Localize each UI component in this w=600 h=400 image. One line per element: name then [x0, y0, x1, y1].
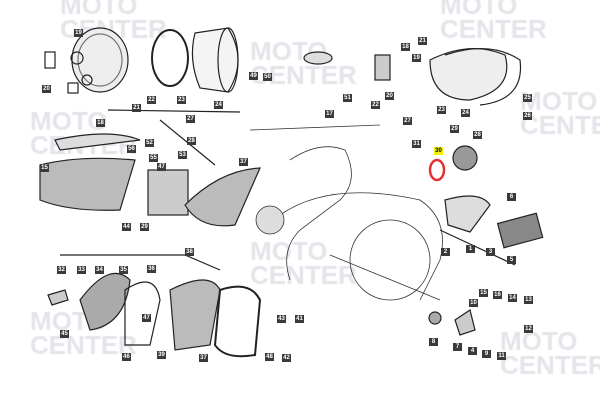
part-label-19: 19	[74, 29, 83, 37]
part-label-30: 30	[434, 147, 443, 155]
part-label-34: 34	[95, 266, 104, 274]
part-label-31: 31	[412, 140, 421, 148]
part-label-25: 25	[523, 94, 532, 102]
part-label-41: 41	[295, 315, 304, 323]
part-label-3: 3	[486, 248, 495, 256]
part-label-4: 4	[468, 347, 477, 355]
part-label-27: 27	[186, 115, 195, 123]
part-label-28: 28	[473, 131, 482, 139]
part-label-23: 23	[437, 106, 446, 114]
part-label-24: 24	[214, 101, 223, 109]
legshield-light-group	[39, 133, 261, 227]
part-label-46: 46	[122, 353, 131, 361]
part-label-6: 6	[507, 193, 516, 201]
part-label-56: 56	[127, 145, 136, 153]
part-label-10: 10	[469, 299, 478, 307]
part-label-14: 14	[508, 294, 517, 302]
part-label-26: 26	[523, 112, 532, 120]
part-label-32: 32	[57, 266, 66, 274]
part-label-19: 19	[412, 54, 421, 62]
part-label-21: 21	[418, 37, 427, 45]
part-label-36: 36	[147, 265, 156, 273]
part-label-23: 23	[177, 96, 186, 104]
highlighted-part-30	[428, 158, 446, 182]
part-label-29: 29	[140, 223, 149, 231]
part-label-38: 38	[185, 248, 194, 256]
part-label-45: 45	[60, 330, 69, 338]
part-label-52: 52	[145, 139, 154, 147]
part-label-22: 22	[371, 101, 380, 109]
brake-switch-group	[428, 309, 476, 336]
part-label-37: 37	[239, 158, 248, 166]
horn-group	[428, 145, 478, 182]
part-label-43: 43	[277, 315, 286, 323]
part-label-37: 37	[199, 354, 208, 362]
headlamp-group	[44, 27, 241, 166]
part-label-16: 16	[493, 291, 502, 299]
part-label-49: 49	[249, 72, 258, 80]
part-label-7: 7	[453, 343, 462, 351]
scooter-outline	[249, 124, 443, 301]
part-label-12: 12	[524, 325, 533, 333]
part-label-47: 47	[157, 163, 166, 171]
part-label-18: 18	[96, 119, 105, 127]
part-label-44: 44	[122, 223, 131, 231]
part-label-24: 24	[461, 109, 470, 117]
part-label-2: 2	[441, 248, 450, 256]
part-label-5: 5	[507, 256, 516, 264]
part-label-17: 17	[325, 110, 334, 118]
part-label-13: 13	[524, 296, 533, 304]
rear-light-group	[439, 195, 544, 266]
part-label-11: 11	[497, 352, 506, 360]
part-label-39: 39	[157, 351, 166, 359]
part-label-50: 50	[263, 73, 272, 81]
part-label-21: 21	[132, 104, 141, 112]
part-label-55: 55	[149, 154, 158, 162]
part-label-48: 48	[265, 353, 274, 361]
part-label-1: 1	[466, 245, 475, 253]
part-label-28: 28	[187, 137, 196, 145]
part-label-35: 35	[119, 266, 128, 274]
speedometer-group	[303, 47, 522, 106]
part-label-18: 18	[401, 43, 410, 51]
part-label-29: 29	[450, 125, 459, 133]
part-label-15: 15	[479, 289, 488, 297]
part-label-8: 8	[429, 338, 438, 346]
part-label-33: 33	[77, 266, 86, 274]
part-label-27: 27	[403, 117, 412, 125]
part-label-22: 22	[147, 96, 156, 104]
part-label-47: 47	[142, 314, 151, 322]
part-label-53: 53	[178, 151, 187, 159]
part-label-20: 20	[385, 92, 394, 100]
part-label-20: 20	[42, 85, 51, 93]
part-label-9: 9	[482, 350, 491, 358]
part-label-51: 51	[343, 94, 352, 102]
part-label-15: 15	[40, 164, 49, 172]
part-label-42: 42	[282, 354, 291, 362]
